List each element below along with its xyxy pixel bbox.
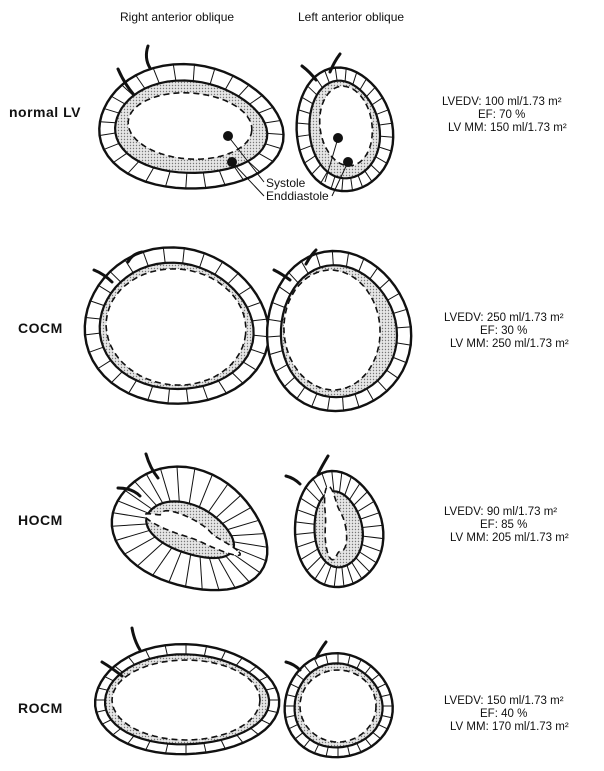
annotation-enddiastole: Enddiastole [266,190,329,203]
ef-value: EF: 85 % [444,519,569,532]
lvedv-value: LVEDV: 100 ml/1.73 m² [442,96,567,109]
stats-cocm: LVEDV: 250 ml/1.73 m² EF: 30 % LV MM: 25… [444,312,569,351]
lvmm-value: LV MM: 250 ml/1.73 m² [444,338,569,351]
stats-hocm: LVEDV: 90 ml/1.73 m² EF: 85 % LV MM: 205… [444,506,569,545]
lvmm-value: LV MM: 205 ml/1.73 m² [444,532,569,545]
lvmm-value: LV MM: 170 ml/1.73 m² [444,721,569,734]
rocm-rao-systolic-border [112,660,260,740]
ef-value: EF: 30 % [444,325,569,338]
ef-value: EF: 40 % [444,708,569,721]
row-label-normal-lv: normal LV [9,104,81,120]
normal-rao-valve-leaflet [146,46,150,68]
stats-normal-lv: LVEDV: 100 ml/1.73 m² EF: 70 % LV MM: 15… [442,96,567,135]
stats-rocm: LVEDV: 150 ml/1.73 m² EF: 40 % LV MM: 17… [444,695,569,734]
row-label-hocm: HOCM [18,512,63,528]
rocm-lao-valve-leaflet [286,662,300,670]
row-label-cocm: COCM [18,320,63,336]
lvmm-value: LV MM: 150 ml/1.73 m² [442,122,567,135]
rocm-lao-systolic-border [300,670,376,742]
rocm-rao-valve-leaflet [132,628,140,650]
ef-value: EF: 70 % [442,109,567,122]
normal-lao-valve-leaflet [302,66,316,80]
row-label-rocm: ROCM [18,700,63,716]
lvedv-value: LVEDV: 150 ml/1.73 m² [444,695,569,708]
lvedv-value: LVEDV: 250 ml/1.73 m² [444,312,569,325]
hocm-lao-valve-leaflet [286,476,300,484]
lvedv-value: LVEDV: 90 ml/1.73 m² [444,506,569,519]
